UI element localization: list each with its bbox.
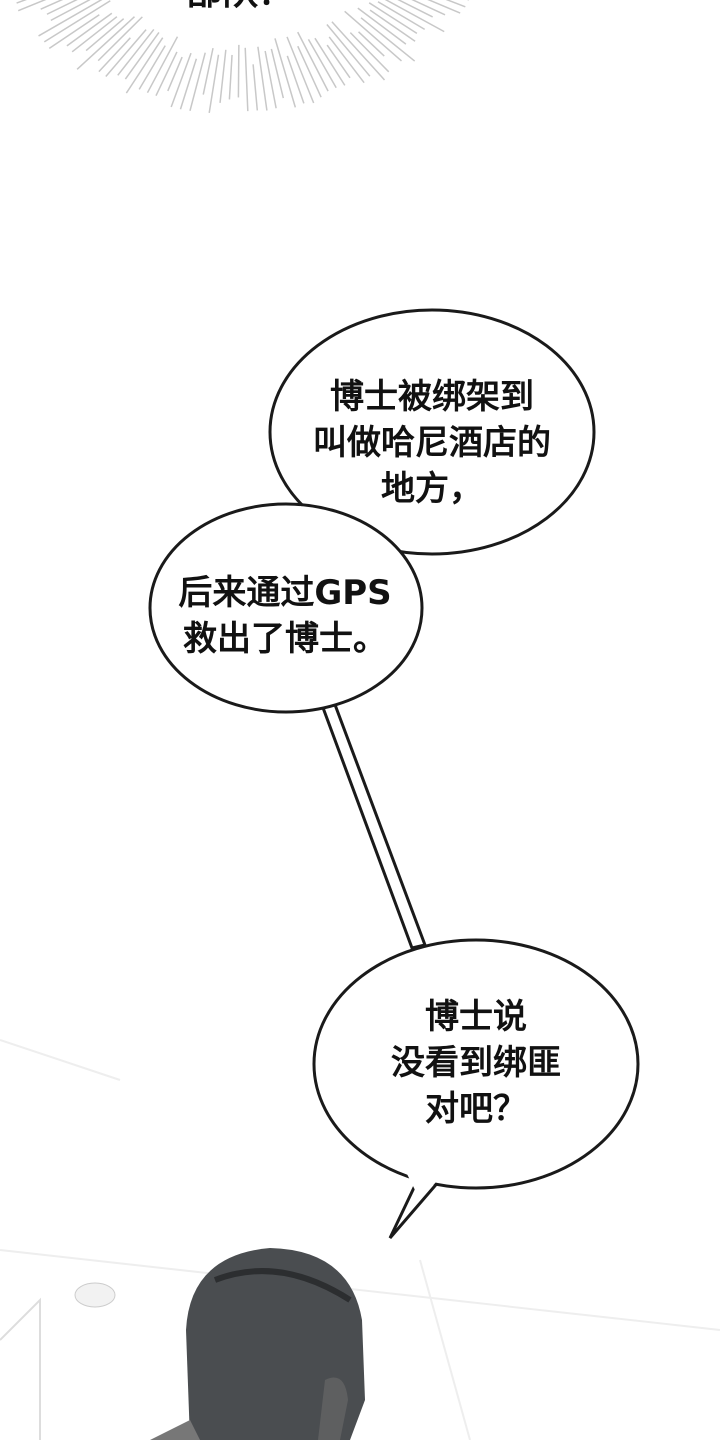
speed-line (86, 19, 124, 51)
character-head (150, 1248, 365, 1440)
bubble-line: 对吧？ (346, 1086, 606, 1132)
bubble-line: 博士被绑架到 (282, 374, 582, 420)
speed-line (209, 55, 218, 113)
speed-line (180, 59, 196, 110)
speed-line (98, 17, 142, 61)
speed-line (229, 55, 232, 100)
bubble-line: 叫做哈尼酒店的 (282, 420, 582, 466)
bubble-connector (322, 702, 425, 948)
bubble-line: 没看到绑匪 (346, 1040, 606, 1086)
speed-line (253, 64, 257, 110)
speed-line (220, 50, 226, 103)
bubble-line: 后来通过GPS (160, 570, 410, 616)
top-caption: 部队？ (140, 0, 340, 16)
bubble-line: 博士说 (346, 994, 606, 1040)
speed-line (369, 3, 417, 34)
speed-line (72, 17, 117, 52)
speed-line (147, 37, 177, 93)
speed-line (378, 0, 445, 32)
speed-line (350, 33, 388, 72)
speed-line (168, 57, 182, 91)
speed-lines (17, 0, 469, 113)
speed-line (378, 2, 425, 30)
speed-line (190, 53, 205, 111)
speech-bubble-3-text: 博士说 没看到绑匪 对吧？ (346, 994, 606, 1132)
speed-line (125, 32, 159, 79)
speech-bubble-1-text: 博士被绑架到 叫做哈尼酒店的 地方， (282, 374, 582, 512)
speed-line (245, 48, 248, 111)
speed-line (370, 10, 415, 41)
bubble-line: 地方， (282, 466, 582, 512)
speed-line (49, 15, 99, 49)
ceiling-sensor (75, 1283, 115, 1307)
bubble-line: 救出了博士。 (160, 616, 410, 662)
speed-line (361, 18, 415, 61)
speed-line (287, 56, 304, 104)
speed-line (329, 37, 364, 83)
speech-bubble-2-text: 后来通过GPS 救出了博士。 (160, 570, 410, 662)
speed-line (298, 32, 328, 91)
speed-line (67, 13, 112, 46)
